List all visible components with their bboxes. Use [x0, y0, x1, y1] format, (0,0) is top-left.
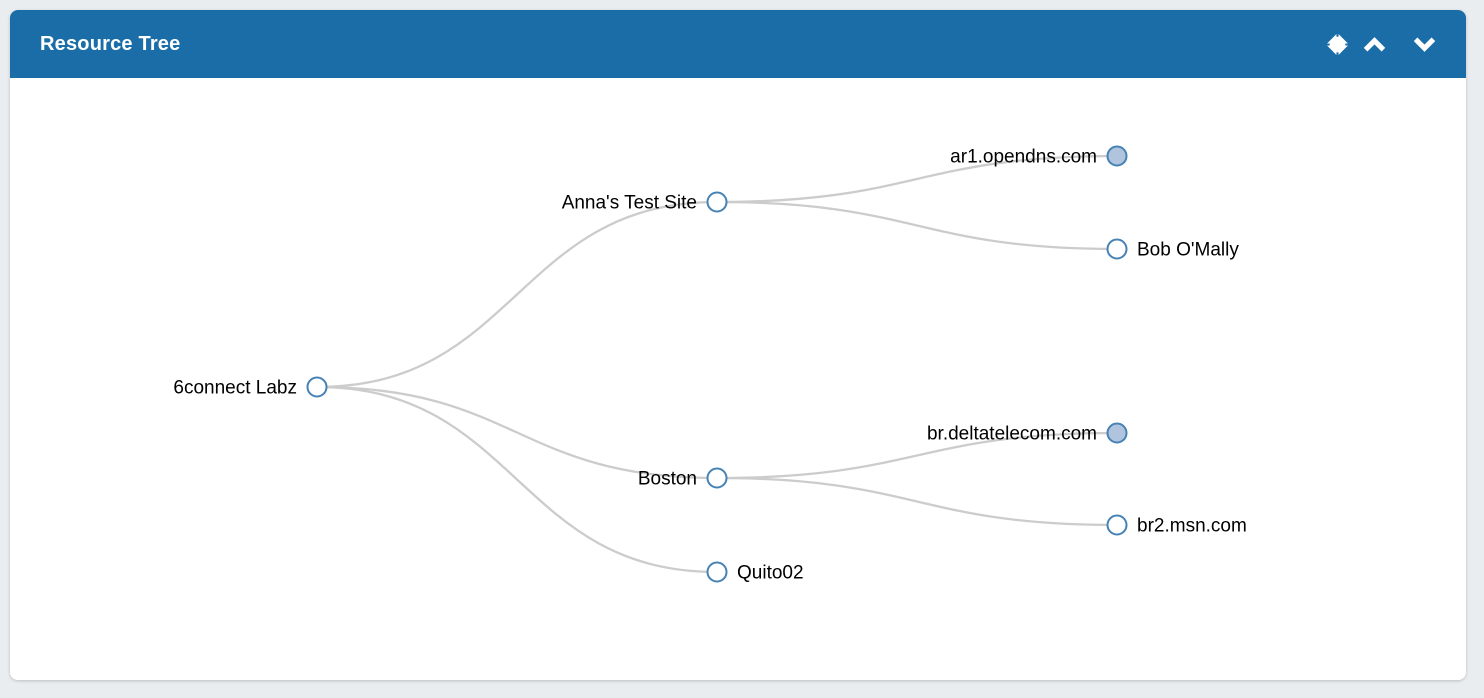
tree-node-label: Bob O'Mally	[1137, 240, 1239, 261]
tree-link-annas-test-site--bob-o-mally	[716, 200, 1118, 251]
tree-node-boston[interactable]: Boston	[638, 467, 728, 490]
node-circle-annas-test-site[interactable]	[706, 191, 728, 213]
resource-tree-svg: 6connect Labz Anna's Test Site ar1.opendns…	[173, 145, 1247, 584]
node-circle-ar1-opendns-com[interactable]	[1106, 145, 1128, 167]
tree-node-6connect-labz[interactable]: 6connect Labz	[173, 376, 328, 399]
header-actions	[1325, 32, 1436, 57]
tree-node-label: 6connect Labz	[173, 378, 297, 399]
node-circle-quito02[interactable]	[706, 561, 728, 583]
node-circle-br-deltatelecom-com[interactable]	[1106, 422, 1128, 444]
chevron-up-glyph	[1363, 36, 1386, 51]
node-circle-6connect-labz[interactable]	[306, 376, 328, 398]
tree-node-annas-test-site[interactable]: Anna's Test Site	[562, 191, 728, 214]
panel-title: Resource Tree	[40, 32, 181, 55]
tree-node-label: Boston	[638, 469, 697, 490]
node-circle-boston[interactable]	[706, 467, 728, 489]
tree-node-bob-o-mally[interactable]: Bob O'Mally	[1106, 238, 1240, 261]
tree-node-label: Anna's Test Site	[562, 193, 697, 214]
tree-node-ar1-opendns-com[interactable]: ar1.opendns.com	[950, 145, 1128, 168]
tree-node-label: br.deltatelecom.com	[927, 424, 1097, 445]
chevron-down-glyph	[1413, 37, 1436, 52]
tree-node-br2-msn-com[interactable]: br2.msn.com	[1106, 514, 1247, 537]
tree-node-label: br2.msn.com	[1137, 516, 1247, 537]
resource-tree-canvas[interactable]: 6connect Labz Anna's Test Site ar1.opendns…	[10, 78, 1466, 680]
tree-link-boston--br-deltatelecom-com	[716, 431, 1118, 480]
tree-node-br-deltatelecom-com[interactable]: br.deltatelecom.com	[927, 422, 1128, 445]
resource-tree-header: Resource Tree	[10, 10, 1466, 78]
chevron-up-icon[interactable]	[1363, 36, 1386, 52]
tree-link-6connect-labz--annas-test-site	[316, 200, 718, 389]
tree-node-quito02[interactable]: Quito02	[706, 561, 804, 584]
node-circle-br2-msn-com[interactable]	[1106, 514, 1128, 536]
tree-link-annas-test-site--ar1-opendns-com	[716, 154, 1118, 204]
move-icon-glyph	[1326, 32, 1349, 56]
node-circle-bob-o-mally[interactable]	[1106, 238, 1128, 260]
move-icon[interactable]	[1325, 32, 1350, 57]
tree-node-label: ar1.opendns.com	[950, 147, 1097, 168]
chevron-down-icon[interactable]	[1413, 37, 1436, 52]
tree-node-label: Quito02	[737, 563, 804, 584]
tree-link-boston--br2-msn-com	[716, 476, 1118, 527]
tree-link-6connect-labz--boston	[316, 385, 718, 480]
tree-link-6connect-labz--quito02	[316, 385, 718, 574]
